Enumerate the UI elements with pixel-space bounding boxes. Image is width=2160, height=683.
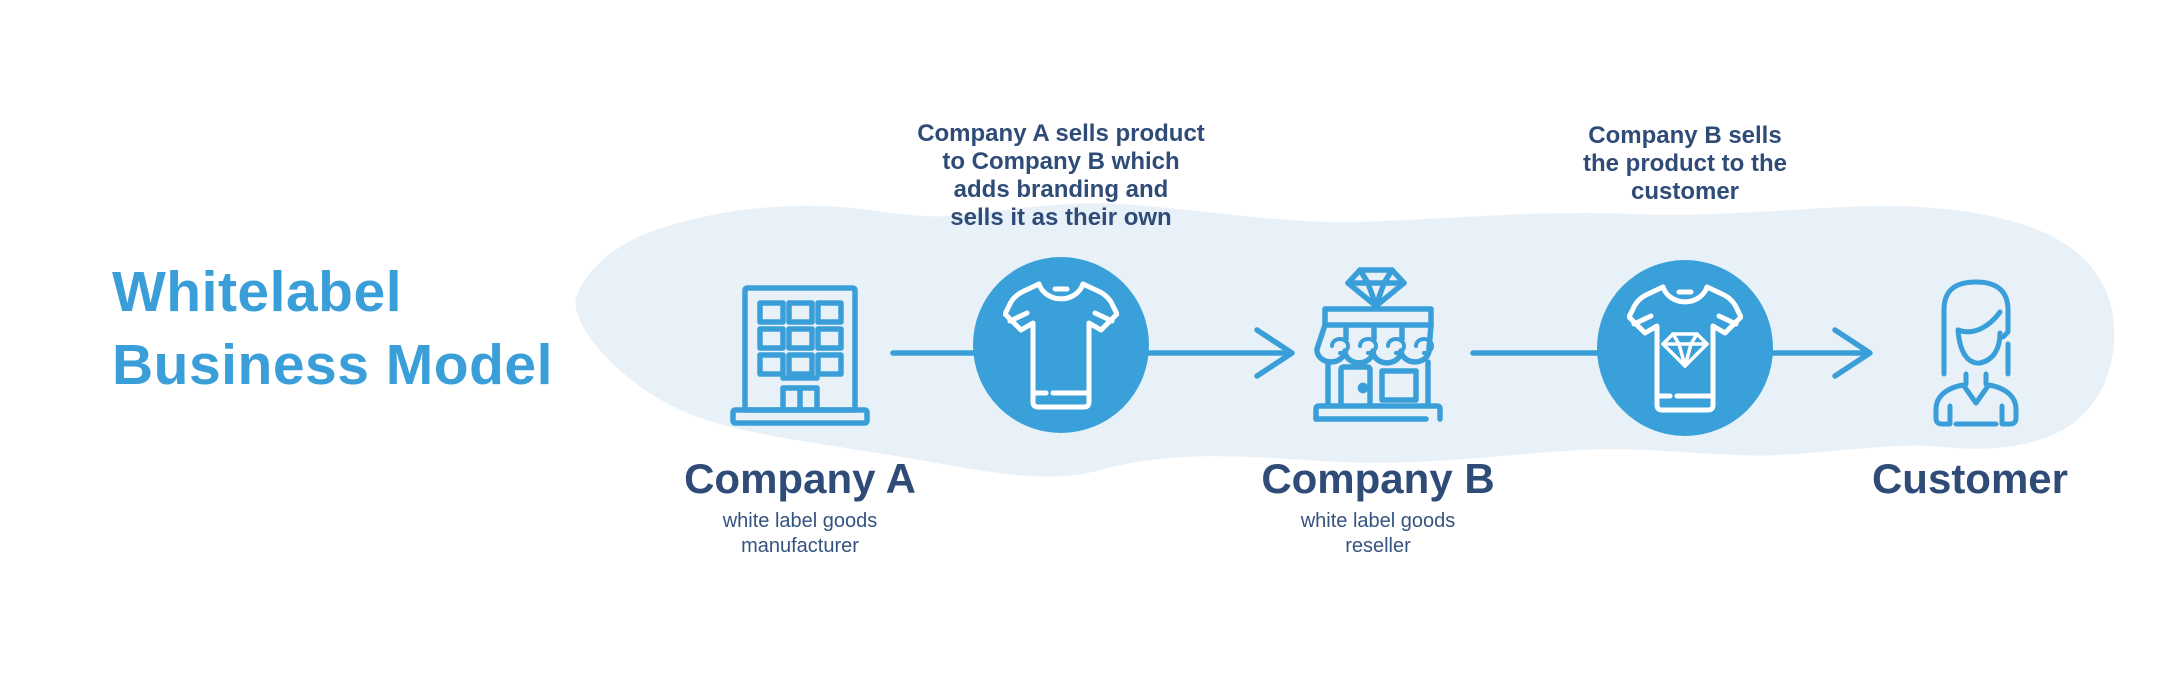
diamond-icon — [1345, 267, 1407, 309]
badge-plain-product — [973, 257, 1149, 433]
node-label-company-a: Company A — [684, 455, 916, 502]
node-sublabel-company-b: white label goods reseller — [1300, 510, 1456, 557]
building-icon — [730, 285, 870, 426]
node-label-customer: Customer — [1871, 455, 2069, 502]
node-sublabel-company-a: white label goods manufacturer — [722, 510, 878, 557]
annotation-b-to-customer: Company B sells the product to the custo… — [1583, 122, 1787, 205]
page-title-line1: Whitelabel — [112, 260, 403, 324]
page-title: Whitelabel Business Model — [112, 256, 672, 402]
storefront-with-diamond-icon — [1313, 267, 1443, 422]
tshirt-with-diamond-icon — [1627, 284, 1743, 413]
node-label-company-b: Company B — [1261, 455, 1495, 502]
diamond-logo-icon — [1661, 332, 1709, 368]
page-title-line2: Business Model — [112, 333, 553, 397]
woman-icon — [1933, 279, 2019, 427]
tshirt-icon — [1003, 281, 1119, 410]
annotation-a-to-b: Company A sells product to Company B whi… — [917, 120, 1205, 231]
badge-branded-product — [1597, 260, 1773, 436]
